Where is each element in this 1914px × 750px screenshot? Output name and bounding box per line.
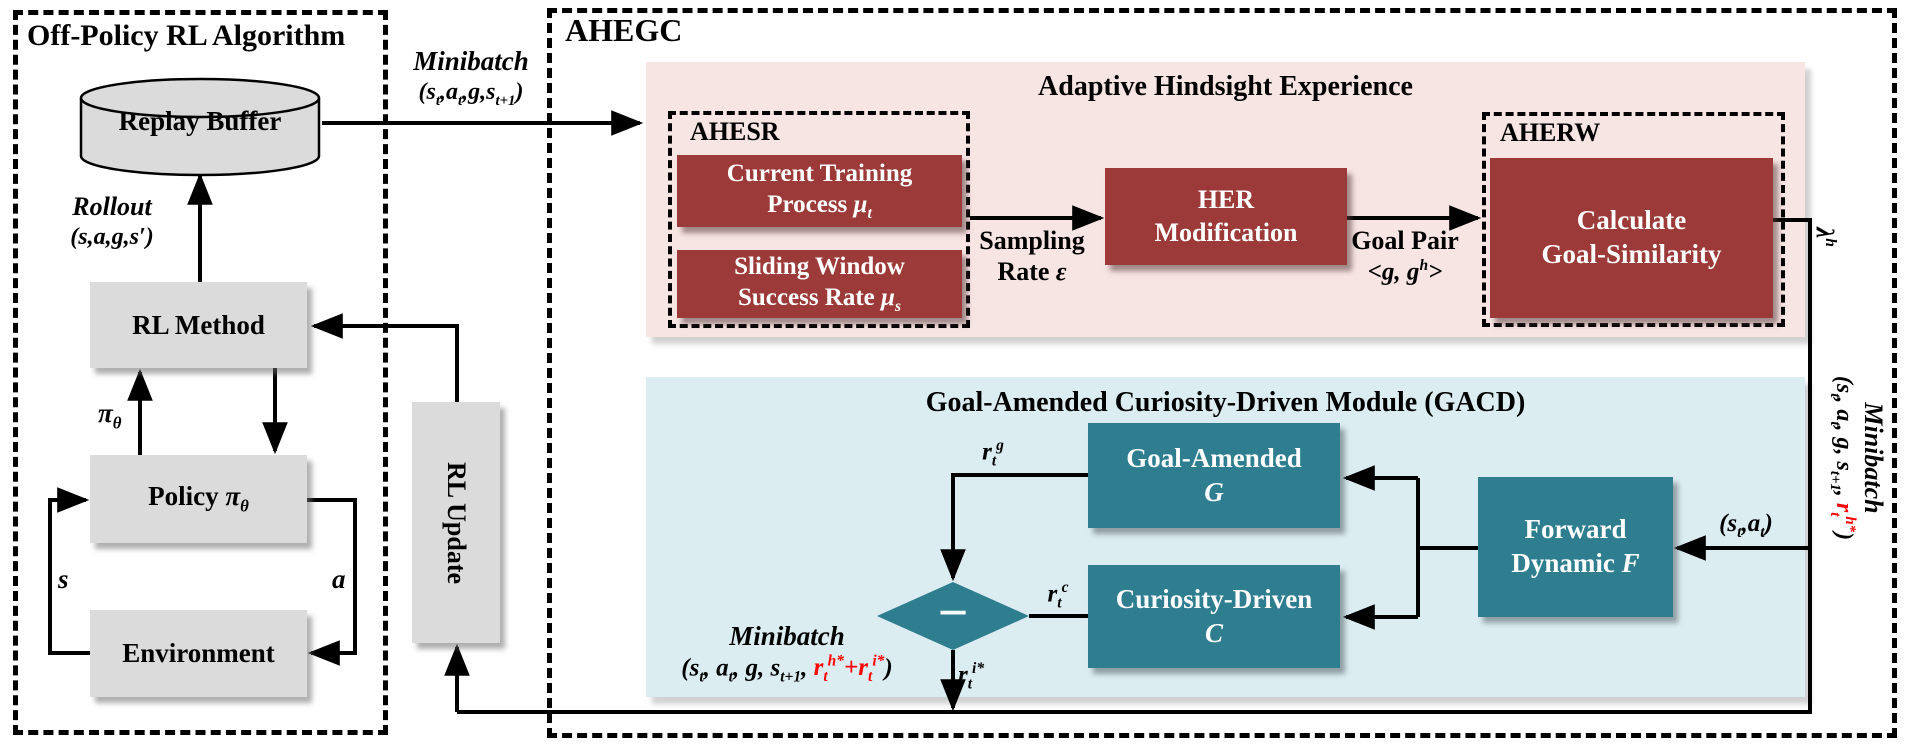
goal-pair-label: Goal Pair <g, gh> — [1351, 226, 1459, 285]
r-c-label: rtc — [1047, 579, 1069, 612]
minibatch-bottom-label: Minibatch (st, at, g, st+1, rth*+rti*) — [681, 621, 893, 686]
off-policy-frame — [13, 10, 388, 735]
policy-label: Policy πθ — [148, 481, 249, 516]
environment-label: Environment — [122, 638, 275, 668]
curiosity-driven-box: Curiosity-Driven C — [1088, 565, 1340, 668]
minibatch-top-label: Minibatch (st,at,g,st+1) — [413, 46, 529, 109]
sliding-window-box: Sliding Window Success Rate μs — [677, 250, 962, 318]
ahesr-label: AHESR — [690, 117, 780, 146]
wire-goalamended-to-diamond — [940, 473, 1088, 582]
aherw-label: AHERW — [1500, 118, 1601, 147]
ahegc-frame — [547, 8, 1897, 738]
goal-amended-box: Goal-Amended G — [1088, 423, 1340, 528]
her-modification-box: HER Modification — [1105, 168, 1347, 265]
rl-method-box: RL Method — [90, 282, 307, 368]
forward-dynamic-box: Forward Dynamic F — [1478, 477, 1673, 617]
state-label: s — [58, 564, 69, 594]
aherw-frame — [1482, 112, 1785, 327]
lambda-h-label: λh — [1810, 227, 1839, 247]
minibatch-right-label: Minibatch (st, at, g, st+1, rth*) — [1827, 375, 1888, 541]
r-g-label: rtg — [982, 437, 1004, 470]
wire-forward-junction — [1416, 478, 1478, 617]
replay-buffer-label: Replay Buffer — [118, 106, 282, 136]
sampling-rate-label: Sampling Rate ε — [979, 226, 1085, 286]
current-training-box: Current Training Process μt — [677, 155, 962, 227]
rollout-label: Rollout (s,a,g,s′) — [70, 192, 154, 250]
rl-update-box: RL Update — [412, 402, 500, 643]
wire-minibatch-return — [457, 218, 1812, 714]
gacd-title: Goal-Amended Curiosity-Driven Module (GA… — [925, 387, 1526, 418]
r-i-label: rti* — [958, 660, 985, 693]
st-at-label: (st,at) — [1719, 510, 1773, 541]
calculate-goal-similarity-box: Calculate Goal-Similarity — [1490, 158, 1773, 318]
action-label: a — [332, 564, 346, 594]
pi-theta-label: πθ — [98, 398, 122, 433]
ahegc-title: AHEGC — [565, 12, 683, 48]
rl-update-label: RL Update — [442, 461, 471, 584]
adaptive-hindsight-title: Adaptive Hindsight Experience — [1038, 71, 1413, 102]
replay-buffer-cylinder: Replay Buffer — [77, 76, 323, 180]
wire-rlupdate-to-rlmethod — [310, 313, 459, 402]
subtract-diamond: − — [877, 582, 1029, 650]
policy-box: Policy πθ — [90, 455, 307, 543]
wire-env-to-policy-loop — [48, 487, 90, 655]
environment-box: Environment — [90, 610, 307, 697]
wire-policy-to-env-loop — [307, 498, 357, 666]
ahesr-frame — [668, 111, 970, 328]
off-policy-title: Off-Policy RL Algorithm — [27, 19, 346, 52]
minus-icon: − — [937, 582, 969, 643]
rl-method-label: RL Method — [132, 309, 265, 340]
